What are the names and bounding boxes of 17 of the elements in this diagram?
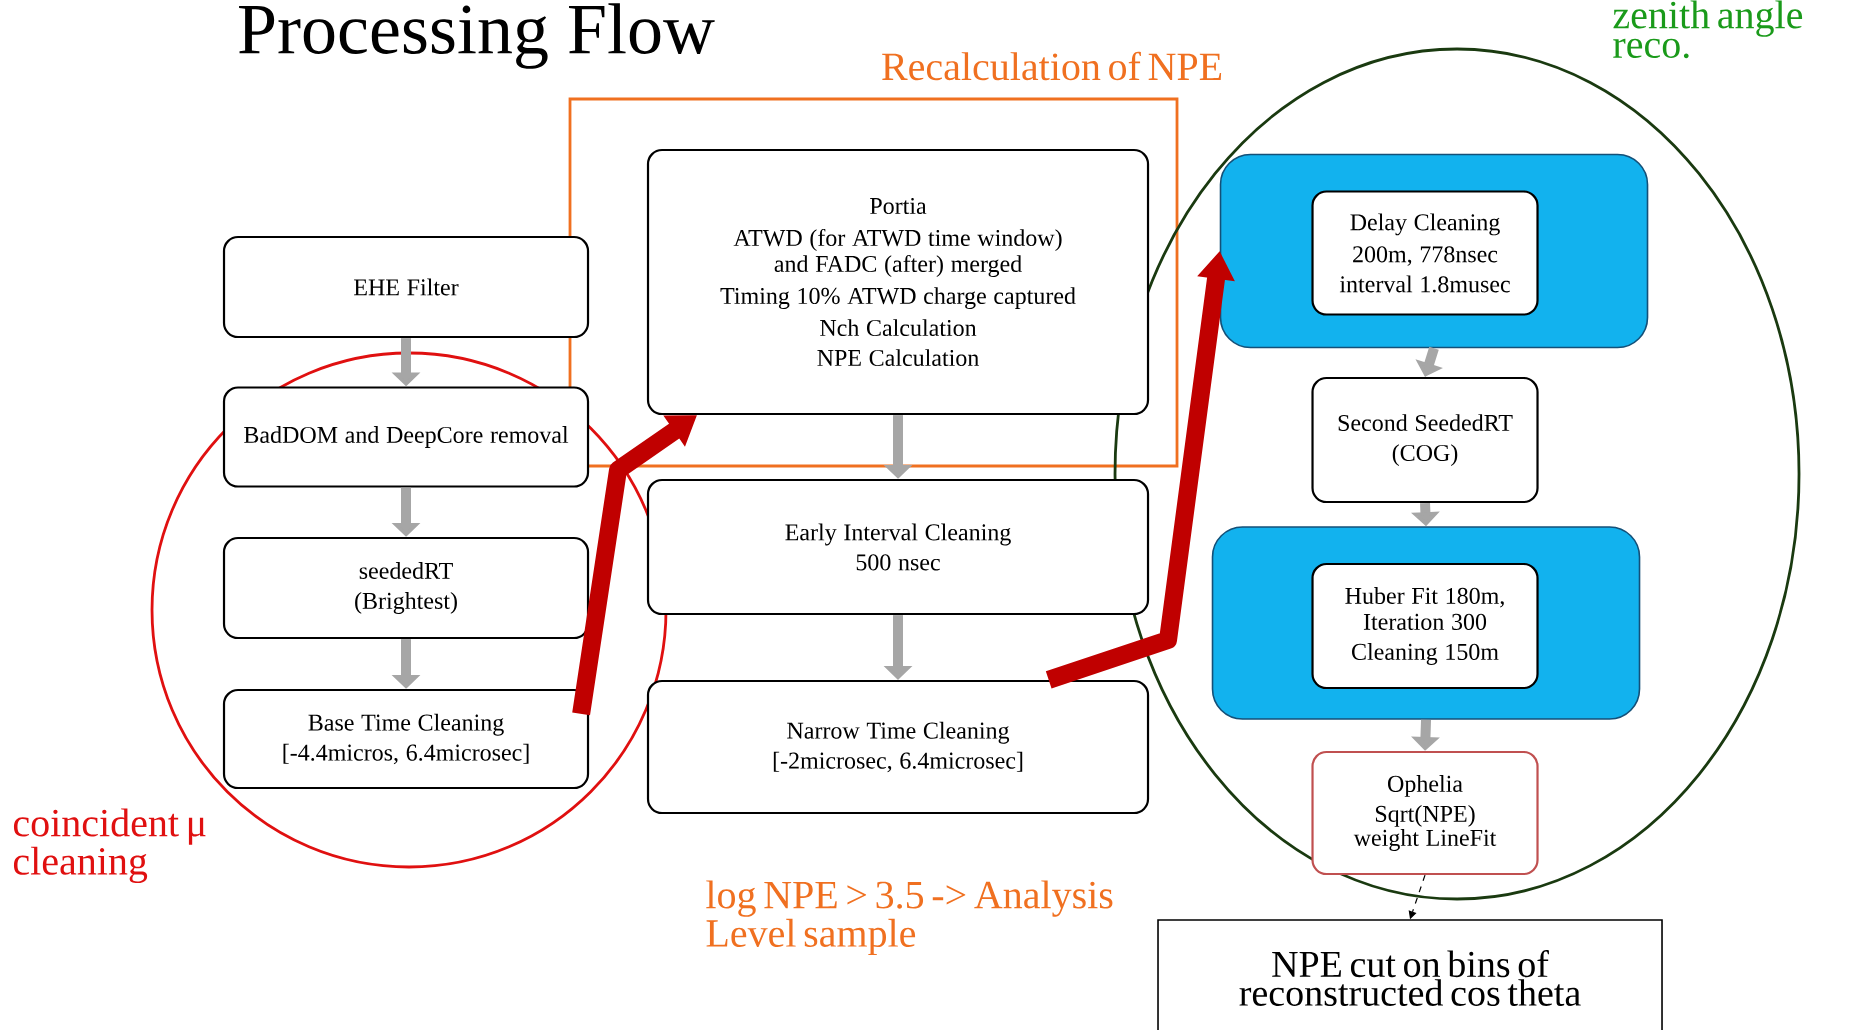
process-box: Delay Cleaning 200m, 778nsec interval 1.8musec: [1311, 190, 1539, 316]
process-box: BadDOM and DeepCore removal: [222, 386, 590, 488]
process-box: EHE Filter: [222, 235, 590, 339]
group-label: Recalculation of NPE: [882, 51, 1222, 81]
process-box: seededRT (Brightest): [222, 536, 590, 640]
group-label: coincident μ cleaning: [13, 808, 206, 884]
process-box: Second SeededRT (COG): [1311, 376, 1539, 504]
process-box: Portia ATWD (for ATWD time window) and FADC (after) merged Timing 10% ATWD charge captured Nch Calculation NPE Calculation: [646, 148, 1150, 416]
result-box: NPE cut on bins of reconstructed cos theta: [1157, 919, 1663, 1030]
process-box: Base Time Cleaning [-4.4micros, 6.4microsec]: [222, 688, 590, 790]
title: Processing Flow: [239, 3, 715, 69]
group-label: zenith angle reco.: [1613, 0, 1803, 59]
process-box: Ophelia Sqrt(NPE) weight LineFit: [1311, 750, 1539, 876]
process-box: Huber Fit 180m, Iteration 300 Cleaning 150m: [1311, 562, 1539, 690]
process-box: Narrow Time Cleaning [-2microsec, 6.4microsec]: [646, 679, 1150, 815]
note-text: log NPE > 3.5 -> Analysis Level sample: [706, 880, 1113, 956]
process-box: Early Interval Cleaning 500 nsec: [646, 478, 1150, 616]
